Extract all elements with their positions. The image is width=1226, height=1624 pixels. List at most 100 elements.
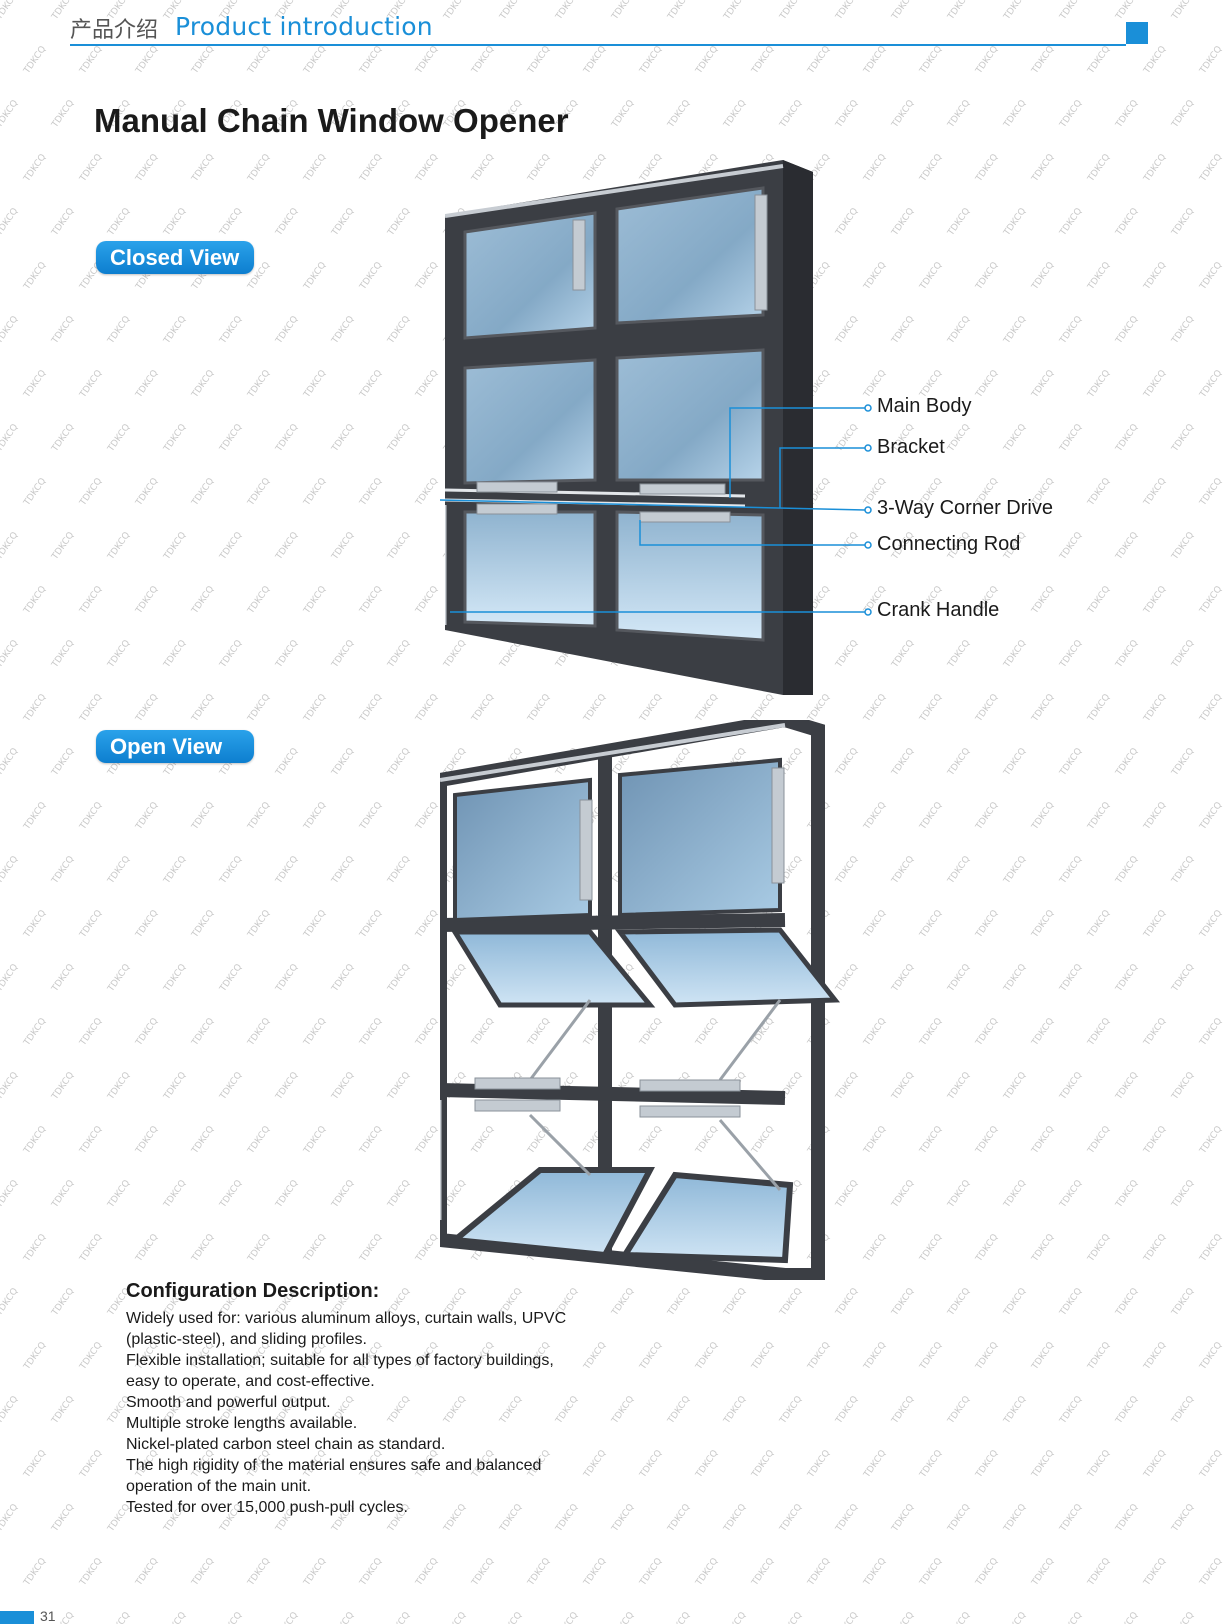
- watermark-text: TDKCQ: [1170, 314, 1197, 346]
- watermark-text: TDKCQ: [22, 800, 49, 832]
- watermark-text: TDKCQ: [1198, 1232, 1225, 1264]
- watermark-text: TDKCQ: [246, 584, 273, 616]
- watermark-text: TDKCQ: [134, 584, 161, 616]
- watermark-text: TDKCQ: [358, 368, 385, 400]
- watermark-text: TDKCQ: [386, 746, 413, 778]
- watermark-text: TDKCQ: [834, 1286, 861, 1318]
- watermark-text: TDKCQ: [1058, 314, 1085, 346]
- watermark-text: TDKCQ: [862, 908, 889, 940]
- watermark-text: TDKCQ: [274, 746, 301, 778]
- watermark-text: TDKCQ: [414, 800, 441, 832]
- watermark-text: TDKCQ: [386, 206, 413, 238]
- watermark-text: TDKCQ: [862, 1124, 889, 1156]
- watermark-text: TDKCQ: [0, 1070, 20, 1102]
- watermark-text: TDKCQ: [218, 1610, 245, 1624]
- watermark-text: TDKCQ: [358, 692, 385, 724]
- watermark-text: TDKCQ: [78, 1556, 105, 1588]
- watermark-text: TDKCQ: [946, 98, 973, 130]
- watermark-text: TDKCQ: [1030, 368, 1057, 400]
- watermark-text: TDKCQ: [974, 1016, 1001, 1048]
- watermark-text: TDKCQ: [358, 260, 385, 292]
- watermark-text: TDKCQ: [666, 98, 693, 130]
- watermark-text: TDKCQ: [1142, 1016, 1169, 1048]
- watermark-text: TDKCQ: [1030, 908, 1057, 940]
- watermark-text: TDKCQ: [834, 1394, 861, 1426]
- watermark-text: TDKCQ: [834, 206, 861, 238]
- watermark-text: TDKCQ: [134, 908, 161, 940]
- watermark-text: TDKCQ: [666, 1394, 693, 1426]
- watermark-text: TDKCQ: [1198, 1448, 1225, 1480]
- watermark-text: TDKCQ: [134, 44, 161, 76]
- watermark-text: TDKCQ: [890, 98, 917, 130]
- watermark-text: TDKCQ: [0, 1502, 20, 1534]
- watermark-text: TDKCQ: [22, 908, 49, 940]
- watermark-text: TDKCQ: [1142, 908, 1169, 940]
- watermark-text: TDKCQ: [890, 1286, 917, 1318]
- config-line: Nickel-plated carbon steel chain as stan…: [126, 1436, 446, 1453]
- header-divider: [70, 44, 1126, 46]
- watermark-text: TDKCQ: [862, 1340, 889, 1372]
- watermark-text: TDKCQ: [50, 854, 77, 886]
- watermark-text: TDKCQ: [414, 1232, 441, 1264]
- watermark-text: TDKCQ: [974, 152, 1001, 184]
- watermark-text: TDKCQ: [946, 1394, 973, 1426]
- watermark-text: TDKCQ: [862, 152, 889, 184]
- watermark-text: TDKCQ: [1058, 530, 1085, 562]
- watermark-text: TDKCQ: [162, 638, 189, 670]
- watermark-text: TDKCQ: [1058, 1286, 1085, 1318]
- watermark-text: TDKCQ: [778, 1502, 805, 1534]
- watermark-text: TDKCQ: [246, 1232, 273, 1264]
- watermark-text: TDKCQ: [218, 1178, 245, 1210]
- watermark-text: TDKCQ: [750, 44, 777, 76]
- config-line: The high rigidity of the material ensure…: [126, 1457, 542, 1474]
- watermark-text: TDKCQ: [834, 1502, 861, 1534]
- watermark-text: TDKCQ: [1198, 476, 1225, 508]
- watermark-text: TDKCQ: [526, 44, 553, 76]
- watermark-text: TDKCQ: [1198, 44, 1225, 76]
- watermark-text: TDKCQ: [22, 368, 49, 400]
- watermark-text: TDKCQ: [1030, 692, 1057, 724]
- watermark-text: TDKCQ: [78, 800, 105, 832]
- watermark-text: TDKCQ: [106, 530, 133, 562]
- watermark-text: TDKCQ: [1170, 422, 1197, 454]
- watermark-text: TDKCQ: [862, 692, 889, 724]
- watermark-text: TDKCQ: [778, 98, 805, 130]
- watermark-text: TDKCQ: [414, 260, 441, 292]
- watermark-text: TDKCQ: [50, 314, 77, 346]
- watermark-text: TDKCQ: [330, 638, 357, 670]
- watermark-text: TDKCQ: [1170, 206, 1197, 238]
- watermark-text: TDKCQ: [386, 422, 413, 454]
- watermark-text: TDKCQ: [694, 44, 721, 76]
- page-number: 31: [40, 1608, 56, 1624]
- watermark-text: TDKCQ: [190, 476, 217, 508]
- watermark-text: TDKCQ: [610, 1610, 637, 1624]
- watermark-text: TDKCQ: [218, 638, 245, 670]
- watermark-text: TDKCQ: [0, 1394, 20, 1426]
- watermark-text: TDKCQ: [134, 1232, 161, 1264]
- watermark-text: TDKCQ: [22, 1448, 49, 1480]
- watermark-text: TDKCQ: [78, 1232, 105, 1264]
- watermark-text: TDKCQ: [50, 422, 77, 454]
- watermark-text: TDKCQ: [1114, 530, 1141, 562]
- watermark-text: TDKCQ: [974, 1340, 1001, 1372]
- watermark-text: TDKCQ: [1086, 1340, 1113, 1372]
- watermark-text: TDKCQ: [246, 1556, 273, 1588]
- watermark-text: TDKCQ: [218, 1070, 245, 1102]
- config-line: easy to operate, and cost-effective.: [126, 1373, 375, 1390]
- watermark-text: TDKCQ: [302, 1556, 329, 1588]
- watermark-text: TDKCQ: [246, 368, 273, 400]
- watermark-text: TDKCQ: [666, 1610, 693, 1624]
- watermark-text: TDKCQ: [190, 152, 217, 184]
- watermark-text: TDKCQ: [1170, 962, 1197, 994]
- watermark-text: TDKCQ: [1030, 1016, 1057, 1048]
- watermark-text: TDKCQ: [330, 1178, 357, 1210]
- watermark-text: TDKCQ: [834, 1610, 861, 1624]
- watermark-text: TDKCQ: [1086, 1124, 1113, 1156]
- watermark-text: TDKCQ: [834, 98, 861, 130]
- watermark-text: TDKCQ: [722, 1502, 749, 1534]
- watermark-text: TDKCQ: [1198, 368, 1225, 400]
- watermark-text: TDKCQ: [22, 1124, 49, 1156]
- watermark-text: TDKCQ: [1198, 260, 1225, 292]
- watermark-text: TDKCQ: [190, 584, 217, 616]
- watermark-text: TDKCQ: [722, 98, 749, 130]
